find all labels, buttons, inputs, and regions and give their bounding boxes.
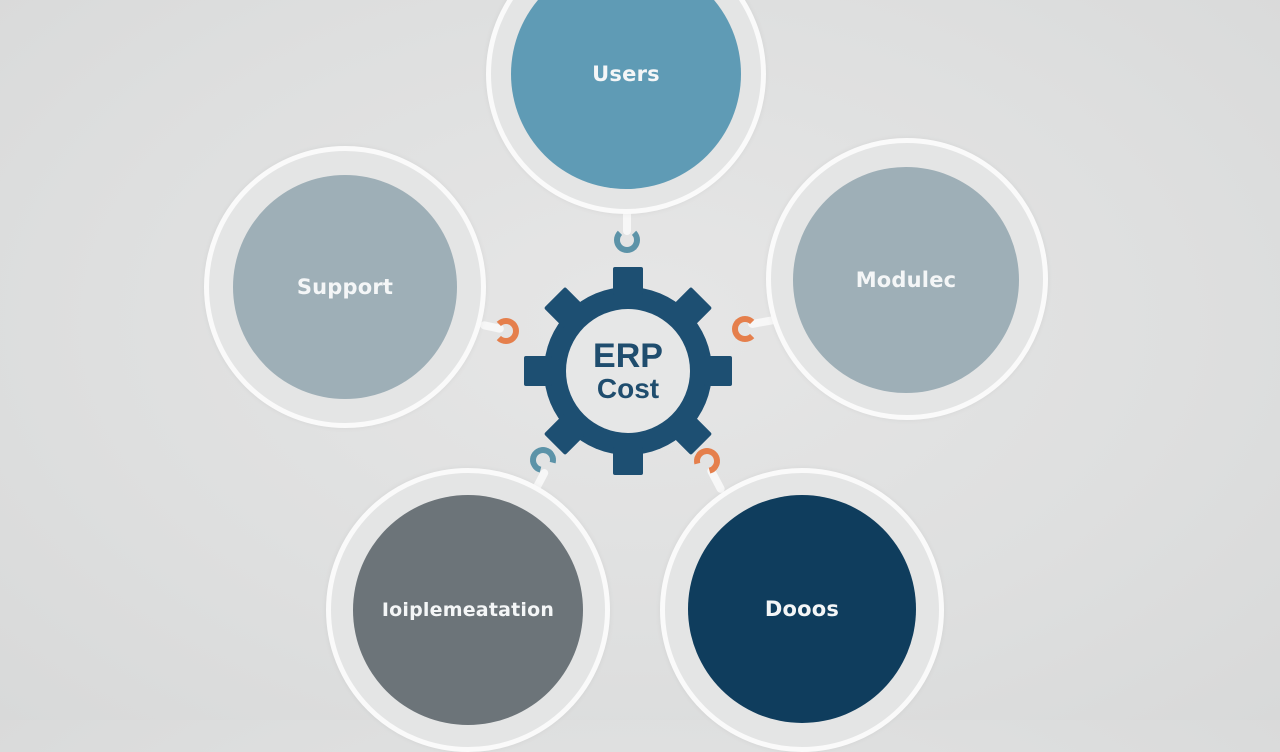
connector-hook-modules-icon [732,316,758,342]
node-disc: Support [233,175,457,399]
node-disc: Modulec [793,167,1019,393]
node-label: Users [592,62,660,86]
node-users[interactable]: Users [486,0,766,214]
node-support[interactable]: Support [204,146,486,428]
connector-hook-users-icon [614,227,640,253]
center-label-line2: Cost [596,373,660,404]
node-implementation[interactable]: Ioiplemeatation [326,468,610,752]
node-disc: Users [511,0,741,189]
node-disc: Ioiplemeatation [353,495,583,725]
connector-hook-support-icon [493,318,519,344]
node-modules[interactable]: Modulec [766,138,1048,420]
node-docs[interactable]: Dooos [660,468,944,752]
gear-icon [524,267,732,475]
node-disc: Dooos [688,495,916,723]
center-label: ERP Cost [522,265,734,477]
node-label: Dooos [764,597,840,621]
erp-cost-gear[interactable]: ERP Cost [522,265,734,477]
node-label: Support [296,275,394,299]
center-label-line1: ERP [593,337,663,375]
connector-line-users [623,205,631,235]
node-label: Modulec [855,268,957,292]
node-label: Ioiplemeatation [381,599,555,621]
